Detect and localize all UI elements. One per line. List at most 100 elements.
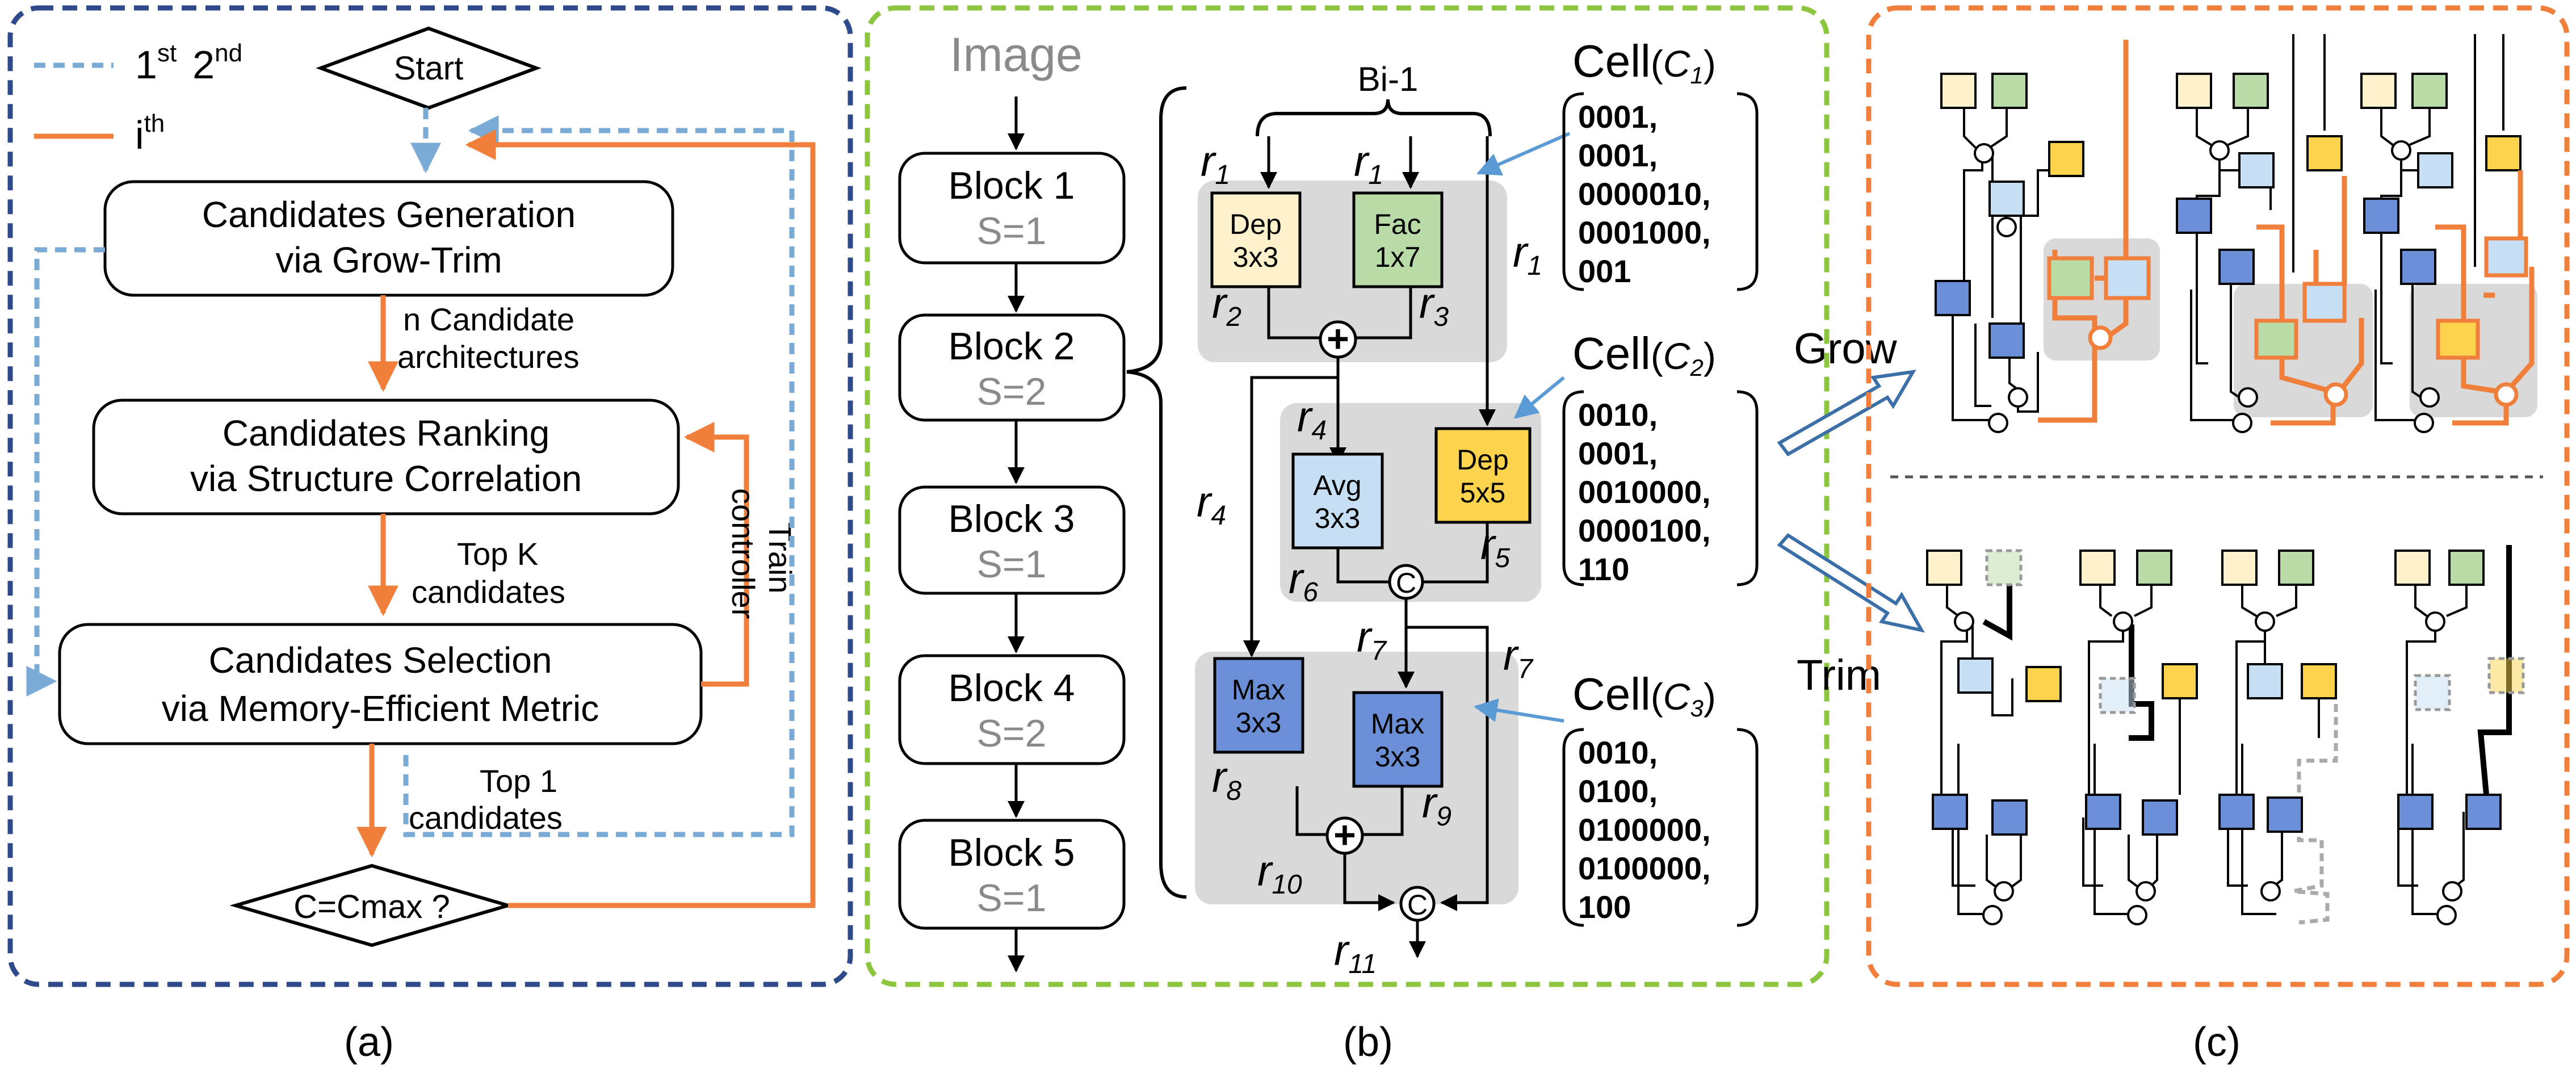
svg-text:Max: Max <box>1371 708 1424 740</box>
block-name: Block 4 <box>949 666 1075 710</box>
cell-c1-title: Cell(C1) <box>1572 36 1716 89</box>
r1-label-c: r1 <box>1513 228 1542 281</box>
arrow2-label2: candidates <box>412 574 565 610</box>
svg-text:Max: Max <box>1232 674 1285 706</box>
trim-network-1 <box>1926 549 2062 925</box>
op-avg33: Avg 3x3 <box>1291 452 1384 550</box>
panel-b: Image Block 1 S=1 Block 2 S=2 Block 3 S=… <box>865 5 1830 1065</box>
generation-line2: via Grow-Trim <box>275 240 502 280</box>
cell-c1: Cell(C1) 0001, 0001, 0000010, 0001000, 0… <box>1562 36 1759 291</box>
cell-c3-code: 0100000, <box>1578 812 1711 848</box>
input-label: Bi-1 <box>1358 60 1419 98</box>
r5-label: r5 <box>1480 521 1510 573</box>
arrow1-label2: architectures <box>397 339 580 375</box>
arrow1-label1: n Candidate <box>403 301 574 337</box>
r11-label: r11 <box>1334 926 1377 979</box>
cell-c1-code: 001 <box>1578 253 1631 289</box>
block-5: Block 5 S=1 <box>898 819 1126 930</box>
selection-line1: Candidates Selection <box>209 640 552 681</box>
legend-solid-text: ith <box>135 110 165 157</box>
svg-text:1x7: 1x7 <box>1375 241 1421 273</box>
start-label: Start <box>394 50 464 87</box>
cell-c2-code: 110 <box>1578 551 1629 587</box>
grow-network-1 <box>1935 40 2160 433</box>
cell-c2: Cell(C2) 0010, 0001, 0010000, 0000100, 1… <box>1562 328 1759 587</box>
r2-label: r2 <box>1212 279 1241 332</box>
generation-line1: Candidates Generation <box>202 194 576 235</box>
cell-c2-code: 0010000, <box>1578 474 1711 510</box>
image-label: Image <box>950 28 1082 81</box>
cell-c2-code: 0000100, <box>1578 513 1711 548</box>
plus-node-1: + <box>1319 317 1357 360</box>
cell-c3-code: 0010, <box>1578 735 1658 770</box>
cell-c3-code: 0100000, <box>1578 850 1711 886</box>
panel-a-border <box>7 5 853 987</box>
r9-label: r9 <box>1422 779 1451 832</box>
cell-c3: Cell(C3) 0010, 0100, 0100000, 0100000, 1… <box>1562 669 1759 927</box>
ith-loop <box>465 129 816 908</box>
train-controller-loop <box>683 422 749 687</box>
cell-c3-code: 0100, <box>1578 773 1658 809</box>
block-stride: S=2 <box>977 712 1047 755</box>
op-max33-left: Max 3x3 <box>1213 657 1304 754</box>
plus-node-2: + <box>1325 814 1364 857</box>
selection-line2: via Memory-Efficient Metric <box>162 688 599 729</box>
arrow3-label1: Top 1 <box>480 763 557 799</box>
panel-b-border <box>865 5 1830 987</box>
ranking-line1: Candidates Ranking <box>223 413 549 454</box>
arrow3-label2: candidates <box>409 800 563 836</box>
left-dashed-loop <box>26 247 105 697</box>
svg-text:Avg: Avg <box>1313 469 1361 501</box>
cmax-label: C=Cmax ? <box>293 888 450 925</box>
block-2: Block 2 S=2 <box>898 313 1126 422</box>
op-max33-right: Max 3x3 <box>1352 691 1444 788</box>
block-name: Block 1 <box>949 164 1075 207</box>
block-name: Block 5 <box>949 831 1075 874</box>
r-labels: r1 r1 r1 r2 r3 r4 r4 r5 r6 r7 r7 r8 r9 r… <box>1197 137 1542 979</box>
r1-label-b: r1 <box>1354 137 1383 190</box>
r4-label-b: r4 <box>1197 478 1226 531</box>
block-4: Block 4 S=2 <box>898 654 1126 765</box>
op-dep55: Dep 5x5 <box>1434 427 1532 524</box>
panel-c: (c) <box>1866 5 2570 1065</box>
op-dep33: Dep 3x3 <box>1210 191 1302 288</box>
svg-text:3x3: 3x3 <box>1236 707 1282 739</box>
generation-box <box>103 180 674 297</box>
block-1: Block 1 S=1 <box>898 152 1126 265</box>
block-name: Block 3 <box>949 497 1075 540</box>
svg-text:5x5: 5x5 <box>1460 477 1506 509</box>
grow-label: Grow <box>1794 325 1898 373</box>
start-diamond <box>316 26 542 110</box>
svg-text:3x3: 3x3 <box>1375 741 1421 773</box>
caption-b: (b) <box>1343 1020 1393 1065</box>
panel-c-border <box>1866 5 2570 987</box>
arrow2-label1: Top K <box>457 536 538 572</box>
grow-network-3 <box>2360 34 2537 433</box>
svg-text:3x3: 3x3 <box>1315 502 1361 534</box>
cell-c2-code: 0010, <box>1578 397 1658 433</box>
r8-label: r8 <box>1212 753 1241 806</box>
r7-label-a: r7 <box>1357 613 1387 666</box>
trim-arrow <box>1777 533 1925 633</box>
cell-c3-title: Cell(C3) <box>1572 669 1716 722</box>
caption-c: (c) <box>2193 1020 2241 1065</box>
controller-label: controller <box>725 488 761 619</box>
input-brace <box>1256 99 1492 137</box>
concat-node-2: C <box>1399 886 1436 922</box>
cell-c1-code: 0001, <box>1578 137 1658 173</box>
cell-c1-code: 0001000, <box>1578 215 1711 250</box>
grow-network-2 <box>2176 34 2373 433</box>
block-stride: S=1 <box>977 543 1047 586</box>
block-stride: S=2 <box>977 370 1047 413</box>
block-brace <box>1126 86 1187 899</box>
trim-network-2 <box>2079 550 2198 925</box>
cell-c2-title: Cell(C2) <box>1572 328 1716 381</box>
cell-c1-code: 0001, <box>1578 99 1658 135</box>
svg-text:Dep: Dep <box>1457 444 1509 476</box>
right-dashed-loop <box>403 115 795 837</box>
svg-text:C: C <box>1407 889 1428 921</box>
svg-text:Fac: Fac <box>1374 208 1421 240</box>
